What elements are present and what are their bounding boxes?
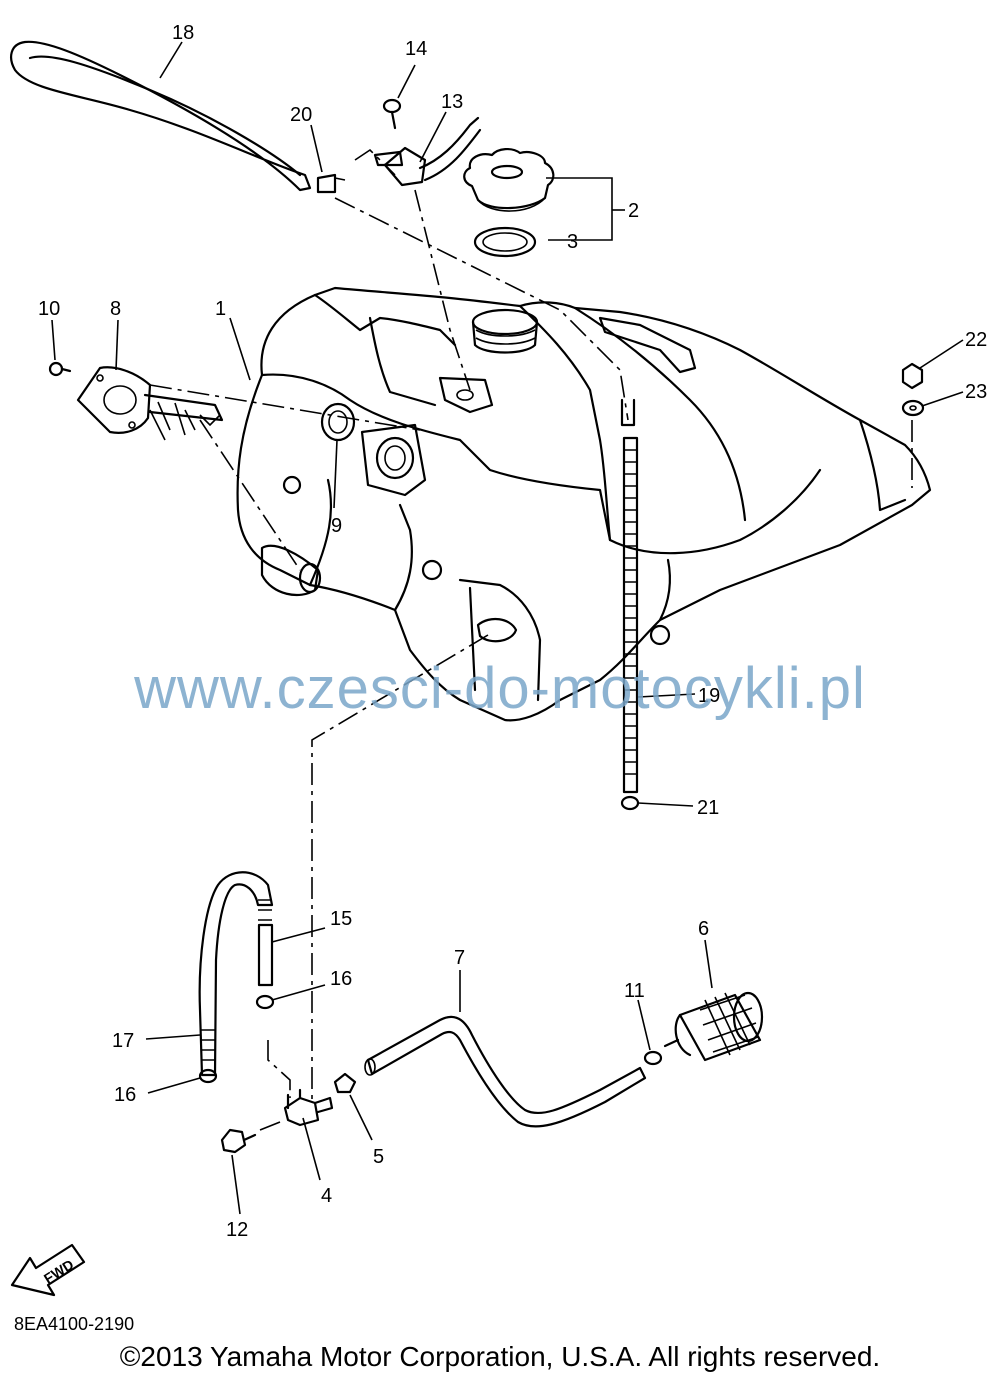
grommet-9: [320, 402, 356, 442]
callout-2: 2: [628, 200, 639, 222]
hose-19: [620, 398, 639, 794]
clamp-21: [620, 795, 640, 811]
callout-22: 22: [965, 329, 987, 351]
callout-9: 9: [331, 515, 342, 537]
bolt-12: [220, 1128, 257, 1154]
callout-numbers: 1 2 3 4 5 6 7 8 9 10 11 12 13 14 15 16 1…: [38, 22, 987, 1241]
callout-6: 6: [698, 918, 709, 940]
fuel-sender-plate-8: [76, 366, 224, 441]
callout-12: 12: [226, 1219, 248, 1241]
callout-3: 3: [567, 231, 578, 253]
breather-hose-18: [10, 40, 312, 192]
watermark: www.czesci-do-motocykli.pl: [134, 656, 866, 721]
screw-10: [48, 361, 72, 377]
callout-8: 8: [110, 298, 121, 320]
callout-21: 21: [697, 797, 719, 819]
fuel-hose-7: [364, 1015, 647, 1128]
fuel-cap-2: [463, 148, 555, 212]
callout-16a: 16: [330, 968, 352, 990]
callout-7: 7: [454, 947, 465, 969]
clamp-5: [333, 1072, 357, 1094]
gasket-3: [473, 226, 537, 258]
hose-15: [257, 923, 274, 987]
callout-1: 1: [215, 298, 226, 320]
callout-19: 19: [698, 685, 720, 707]
clamp-20: [316, 173, 346, 194]
clamp-16-lower: [198, 1068, 218, 1084]
hose-17: [198, 871, 274, 1077]
screw-14: [382, 98, 402, 130]
clamp-11: [643, 1050, 663, 1066]
callout-14: 14: [405, 38, 427, 60]
clamp-16-upper: [255, 994, 275, 1010]
callout-23: 23: [965, 381, 987, 403]
callout-18: 18: [172, 22, 194, 44]
fwd-arrow-icon: FWD: [10, 1243, 86, 1297]
callout-11: 11: [624, 980, 645, 1002]
callout-15: 15: [330, 908, 352, 930]
assembly-lines: [149, 148, 913, 1131]
fuel-filter-6: [663, 991, 764, 1062]
nut-22: [901, 362, 924, 390]
callout-4: 4: [321, 1185, 332, 1207]
copyright-notice: ©2013 Yamaha Motor Corporation, U.S.A. A…: [119, 1341, 881, 1372]
leader-lines: [51, 41, 964, 1215]
callout-17: 17: [112, 1030, 134, 1052]
callout-16b: 16: [114, 1084, 136, 1106]
callout-10: 10: [38, 298, 60, 320]
fuel-cock-4: [283, 1088, 334, 1127]
breather-fitting-13: [373, 116, 482, 187]
callout-5: 5: [373, 1146, 384, 1168]
fuel-tank: [236, 286, 932, 722]
diagram-reference-code: 8EA4100-2190: [14, 1314, 135, 1334]
washer-23: [901, 399, 925, 417]
callout-20: 20: [290, 104, 312, 126]
callout-13: 13: [441, 91, 463, 113]
